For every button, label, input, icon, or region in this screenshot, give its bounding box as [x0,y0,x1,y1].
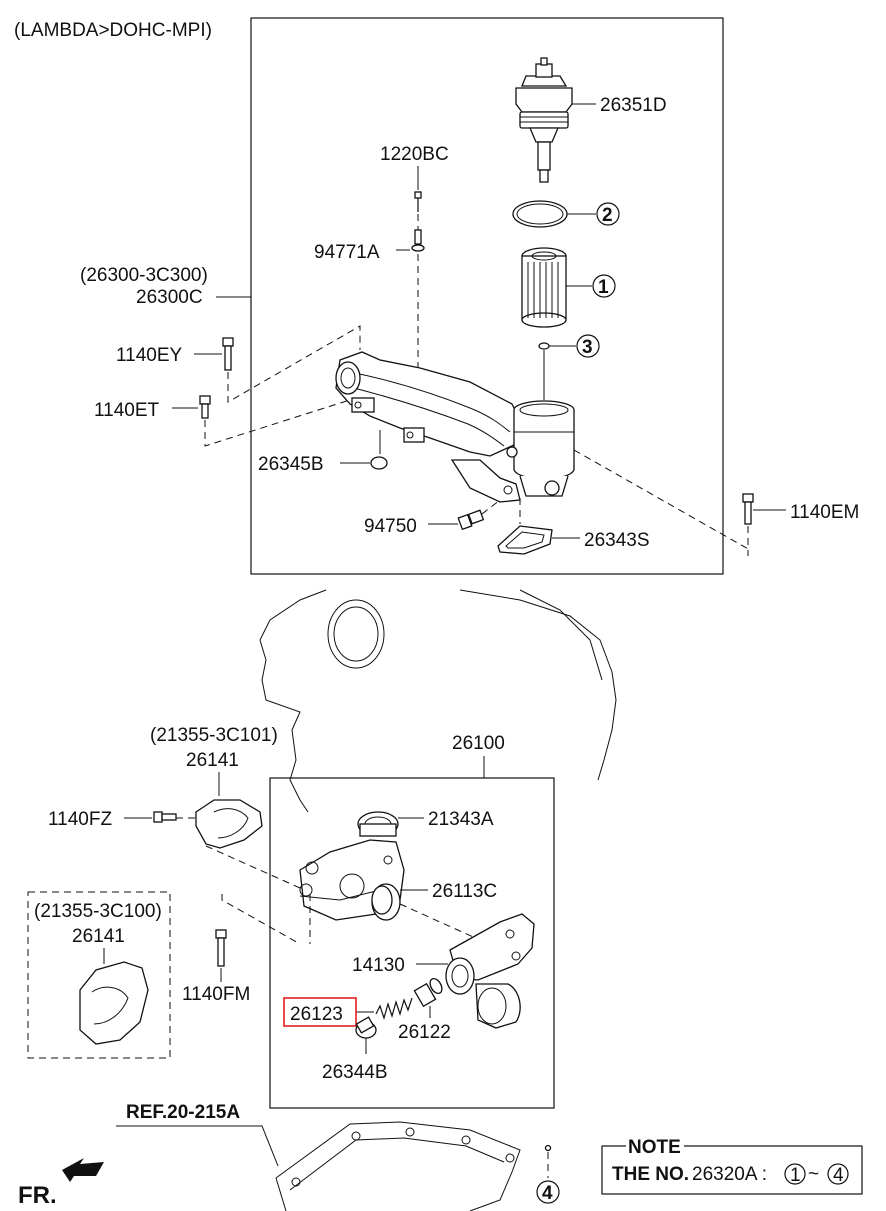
label-26300-alt: (26300-3C300) [80,265,208,286]
label-21343A: 21343A [428,809,494,830]
seal-26113c-drawing [371,883,401,921]
label-26344B: 26344B [322,1062,388,1083]
label-1140EM: 1140EM [790,502,859,523]
plunger-26122-drawing [413,977,443,1008]
label-26351D: 26351D [600,95,667,116]
label-94771A: 94771A [314,242,380,263]
label-1140EY: 1140EY [116,345,183,366]
bolt-1140et-drawing [199,395,211,419]
filter-housing-drawing [335,351,575,503]
o-ring-drawing [512,200,568,228]
label-94750: 94750 [364,516,417,537]
gasket-21343a-drawing [357,811,399,837]
spring-26123-drawing [375,997,413,1021]
plug-26344b-drawing [355,1016,377,1039]
filter-cap-drawing [515,57,573,183]
cover-26141-upper-drawing [195,799,263,849]
label-26141-upper: 26141 [186,750,239,771]
note-part: 26320A : [692,1164,767,1185]
oil-pump-frame [269,777,555,1109]
callout-2-text: 2 [602,205,613,226]
note-prefix: THE NO. [612,1164,689,1185]
label-26123: 26123 [290,1004,343,1025]
label-26300C: 26300C [136,287,203,308]
label-26122: 26122 [398,1022,451,1043]
front-label: FR. [18,1182,57,1209]
callout-2 [596,202,620,226]
plug-26345b-drawing [370,456,388,470]
oil-filter-assembly-frame [250,17,724,575]
cover-26141-lower-drawing [79,961,149,1045]
label-1140FM: 1140FM [182,984,250,1005]
label-26100: 26100 [452,733,505,754]
label-1140ET: 1140ET [94,400,160,421]
label-21355-3C100: (21355-3C100) [34,901,162,922]
label-26113C: 26113C [432,881,497,902]
callout-3 [576,334,600,358]
note-box [601,1145,863,1195]
label-21355-3C101: (21355-3C101) [150,725,278,746]
note-sep: ~ [808,1164,819,1185]
label-26345B: 26345B [258,454,324,475]
label-26343S: 26343S [584,530,650,551]
front-arrow-icon [62,1158,104,1182]
note-to: 4 [833,1165,844,1186]
note-title: NOTE [628,1137,681,1158]
label-1140FZ: 1140FZ [48,809,112,830]
engine-title: (LAMBDA>DOHC-MPI) [14,20,212,41]
bolt-1140em-drawing [742,493,754,525]
clip-94771a-drawing [411,229,425,252]
callout-3-text: 3 [582,337,593,358]
callout-4 [536,1180,560,1204]
label-14130: 14130 [352,955,405,976]
gasket-26343s-drawing [497,525,553,555]
highlight-26123 [283,997,357,1027]
filter-element-drawing [521,247,567,328]
oil-pan-drawing [275,1121,521,1211]
callout-1-text: 1 [598,277,609,298]
sensor-94750-drawing [457,509,485,531]
note-from: 1 [790,1165,801,1186]
seal-drawing [538,342,550,350]
bolt-1140fm-drawing [215,929,227,967]
bolt-1140fz-drawing [153,811,177,823]
label-1220BC: 1220BC [380,144,449,165]
engine-block-outline [259,589,617,813]
bolt-1220bc-drawing [414,191,422,212]
ref-label: REF.20-215A [126,1102,240,1123]
pickup-14130-drawing [445,913,535,1029]
alt-cover-frame [27,891,171,1059]
bolt-1140ey-drawing [222,337,234,371]
label-26141-lower: 26141 [72,926,125,947]
callout-1 [592,274,616,298]
callout-4-text: 4 [542,1183,553,1204]
